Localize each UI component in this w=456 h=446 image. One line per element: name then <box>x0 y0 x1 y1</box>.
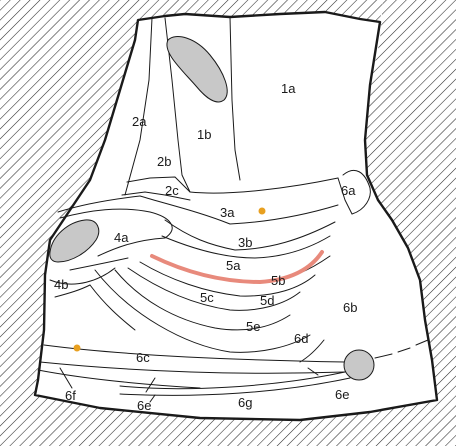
label-1a: 1a <box>281 81 296 96</box>
label-6f: 6f <box>65 388 76 403</box>
label-5d: 5d <box>260 293 274 308</box>
label-1b: 1b <box>197 127 211 142</box>
label-6c: 6c <box>136 350 150 365</box>
label-2a: 2a <box>132 114 147 129</box>
label-6b: 6b <box>343 300 357 315</box>
label-3a: 3a <box>220 205 235 220</box>
label-4a: 4a <box>114 230 129 245</box>
orange-dot-6c <box>74 345 81 352</box>
label-6g: 6g <box>238 395 252 410</box>
label-5b: 5b <box>271 273 285 288</box>
label-6e-left: 6e <box>137 398 151 413</box>
label-6a: 6a <box>341 183 356 198</box>
label-6d: 6d <box>294 331 308 346</box>
label-4b: 4b <box>54 277 68 292</box>
label-5e: 5e <box>246 319 260 334</box>
label-5c: 5c <box>200 290 214 305</box>
orange-dot-3a <box>259 208 266 215</box>
label-3b: 3b <box>238 235 252 250</box>
label-5a: 5a <box>226 258 241 273</box>
label-2c: 2c <box>165 183 179 198</box>
grey-shape-right <box>344 350 374 380</box>
label-2b: 2b <box>157 154 171 169</box>
label-6e-right: 6e <box>335 387 349 402</box>
